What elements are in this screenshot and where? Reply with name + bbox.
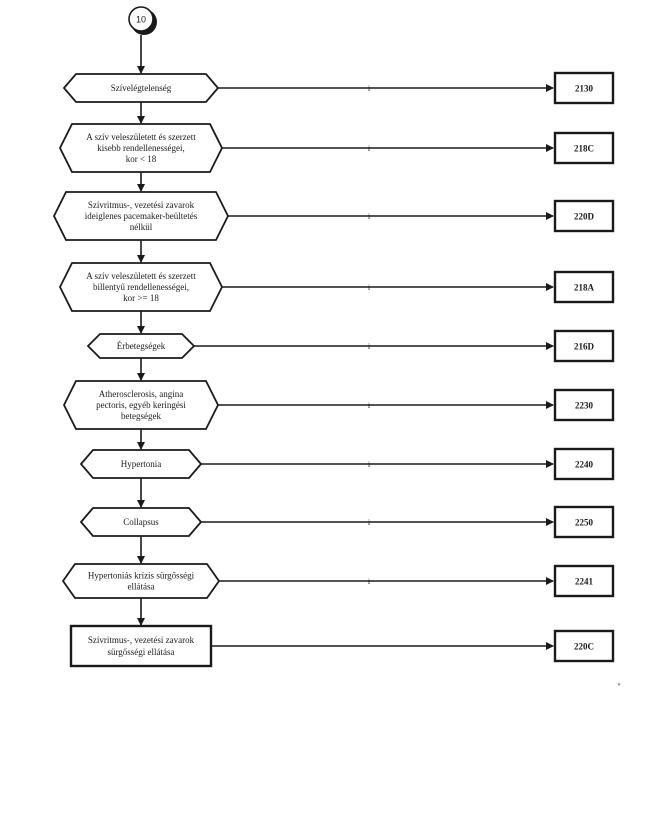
decision-label: Szívelégtelenség [111, 83, 172, 93]
code-box [553, 199, 615, 233]
code-label: 2130 [575, 84, 594, 94]
flow-step: Hypertonia i 2240 [79, 447, 615, 508]
decision-label: kor >= 18 [123, 293, 159, 303]
decision-label: A szív veleszületett és szerzett [86, 132, 196, 142]
branch-label: i [368, 577, 371, 586]
branch-label: i [368, 342, 371, 351]
code-box [553, 447, 615, 481]
code-label: 2230 [575, 401, 594, 411]
branch-label: i [368, 144, 371, 153]
decision-label: Szívritmus-, vezetési zavarok [88, 200, 195, 210]
code-label: 2240 [575, 460, 594, 470]
code-box [553, 329, 615, 363]
final-step: Szívritmus-, vezetési zavarok sürgősségi… [69, 624, 615, 668]
decision-label: Érbetegségek [117, 341, 166, 351]
code-label: 218A [574, 283, 595, 293]
flow-step: Szívelégtelenség i 2130 [62, 71, 615, 124]
final-step-box [69, 624, 213, 668]
decision-label: billentyű rendellenességei, [93, 282, 189, 292]
code-label: 2250 [575, 518, 594, 528]
branch-label: i [368, 401, 371, 410]
code-label: 216D [574, 342, 595, 352]
decision-label: Hypertonia [121, 459, 162, 469]
code-box [553, 270, 615, 304]
flow-layer: Szívelégtelenség i 2130 A szív veleszületet… [52, 35, 615, 626]
final-step-code-box [553, 629, 615, 663]
flow-step: Collapsus i 2250 [79, 505, 615, 564]
branch-label: i [368, 518, 371, 527]
decision-label: ideiglenes pacemaker-beültetés [85, 211, 198, 221]
branch-label: i [368, 212, 371, 221]
code-box [553, 131, 615, 165]
decision-label: Atherosclerosis, angina [99, 389, 183, 399]
flow-step: Érbetegségek i 216D [86, 329, 615, 381]
branch-label: i [368, 283, 371, 292]
code-box [553, 564, 615, 598]
connector-label: 10 [136, 15, 146, 25]
branch-label: i [368, 84, 371, 93]
final-step-code: 220C [574, 642, 594, 652]
final-step-line-2: sürgősségi ellátása [107, 647, 174, 657]
flow-step: A szív veleszületett és szerzettbillenty… [58, 262, 615, 334]
flow-step: Szívritmus-, vezetési zavarokideiglenes … [52, 191, 615, 263]
final-step-line-1: Szívritmus-, vezetési zavarok [88, 635, 195, 645]
code-box [553, 388, 615, 422]
connector-circle: 10 [128, 6, 157, 35]
decision-label: A szív veleszületett és szerzett [86, 271, 196, 281]
decision-label: kor < 18 [126, 154, 157, 164]
decision-label: Hypertoniás krízis sürgősségi [88, 571, 195, 581]
branch-label: i [368, 460, 371, 469]
decision-label: nélkül [130, 222, 153, 232]
decision-label: Collapsus [123, 517, 159, 527]
decision-label: kisebb rendellenességei, [97, 143, 184, 153]
code-label: 220D [574, 212, 595, 222]
decision-label: pectoris, egyéb keringési [96, 400, 186, 410]
decision-label: ellátása [128, 582, 155, 592]
code-box [553, 71, 615, 105]
code-label: 2241 [575, 577, 594, 587]
code-box [553, 505, 615, 539]
decision-label: betegségek [121, 411, 161, 421]
page-mark: " [617, 682, 620, 691]
code-label: 218C [574, 144, 594, 154]
